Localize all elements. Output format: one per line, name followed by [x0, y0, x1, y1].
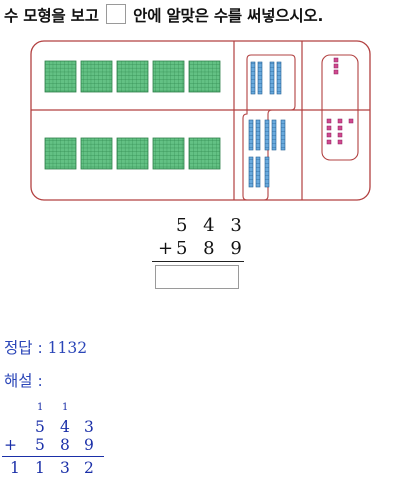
carry-digit: 1 [62, 402, 69, 413]
answer-line: 정답 : 1132 [4, 336, 87, 358]
answer-blank-icon [105, 4, 126, 24]
solution-plus-sign: + [4, 436, 17, 454]
explanation-label: 해설 : [4, 372, 43, 390]
solution-top-digit: 3 [84, 418, 94, 436]
solution-result-digit: 1 [35, 459, 45, 477]
hundreds-blocks-bottom [44, 137, 221, 170]
answer-input-box[interactable] [155, 265, 239, 289]
problem-plus-sign: + [158, 238, 179, 259]
ones-cubes-bottom [326, 118, 354, 145]
question-text-before: 수 모형을 보고 [4, 7, 99, 25]
answer-value: 1132 [47, 339, 88, 357]
solution-top-digit: 5 [35, 418, 45, 436]
tens-group-outline [242, 54, 296, 201]
problem-sum-line [152, 261, 244, 262]
solution-sum-line [2, 456, 104, 457]
tens-rods-bottom [248, 119, 286, 188]
solution-bottom-digit: 5 [35, 436, 45, 454]
model-frame [30, 40, 371, 201]
answer-label: 정답 : [4, 339, 48, 357]
question-text: 수 모형을 보고 안에 알맞은 수를 써넣으시오. [4, 4, 323, 26]
solution-bottom-digit: 9 [84, 436, 94, 454]
question-text-after: 안에 알맞은 수를 써넣으시오. [133, 7, 324, 25]
problem-top-number: 5 4 3 [176, 215, 247, 236]
ones-cubes-top [333, 57, 339, 75]
tens-rods-top [250, 61, 282, 95]
solution-result-digit: 2 [84, 459, 94, 477]
carry-digit: 1 [37, 402, 44, 413]
solution-result-digit: 3 [60, 459, 70, 477]
solution-bottom-digit: 8 [60, 436, 70, 454]
base-ten-model [30, 40, 371, 201]
hundreds-blocks-top [44, 60, 221, 93]
solution-top-digit: 4 [60, 418, 70, 436]
problem-bottom-number: 5 8 9 [176, 238, 247, 259]
ones-group-outline [321, 54, 359, 161]
solution-result-digit: 1 [10, 459, 20, 477]
